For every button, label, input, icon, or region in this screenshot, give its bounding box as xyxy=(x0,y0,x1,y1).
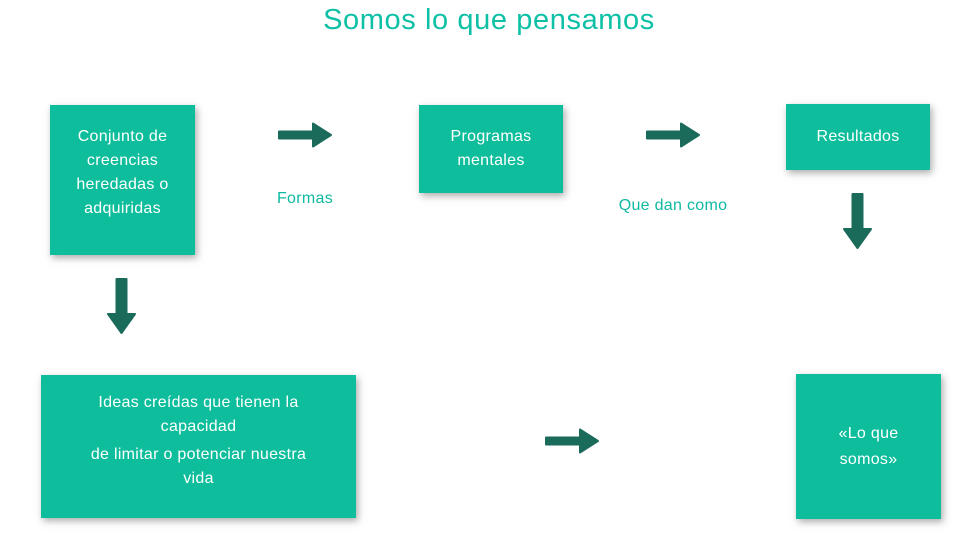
box-lo-que-somos: «Lo que somos» xyxy=(796,374,941,519)
box-programas-mentales: Programas mentales xyxy=(419,105,563,193)
arrow-right-icon xyxy=(646,121,701,149)
box-resultados: Resultados xyxy=(786,104,930,170)
arrow-right-icon xyxy=(545,427,600,455)
box-ideas-paragraph-2: de limitar o potenciar nuestra vida xyxy=(90,445,307,487)
arrow-right-icon xyxy=(278,121,333,149)
box-somos-text: «Lo que somos» xyxy=(838,424,899,468)
box-ideas-paragraph-1: Ideas creídas que tienen la capacidad xyxy=(98,393,299,435)
page-title: Somos lo que pensamos xyxy=(323,4,655,36)
box-ideas-creidas: Ideas creídas que tienen la capacidad de… xyxy=(41,375,356,518)
box-resultados-text: Resultados xyxy=(816,128,900,145)
label-formas: Formas xyxy=(276,190,334,207)
arrow-down-icon xyxy=(106,278,137,335)
box-conjunto-text: Conjunto de creencias heredadas o adquir… xyxy=(76,128,169,217)
box-programas-text: Programas mentales xyxy=(450,128,532,169)
label-que-dan-como: Que dan como xyxy=(618,197,728,214)
arrow-down-icon xyxy=(842,193,873,250)
box-conjunto-de-creencias: Conjunto de creencias heredadas o adquir… xyxy=(50,105,195,255)
